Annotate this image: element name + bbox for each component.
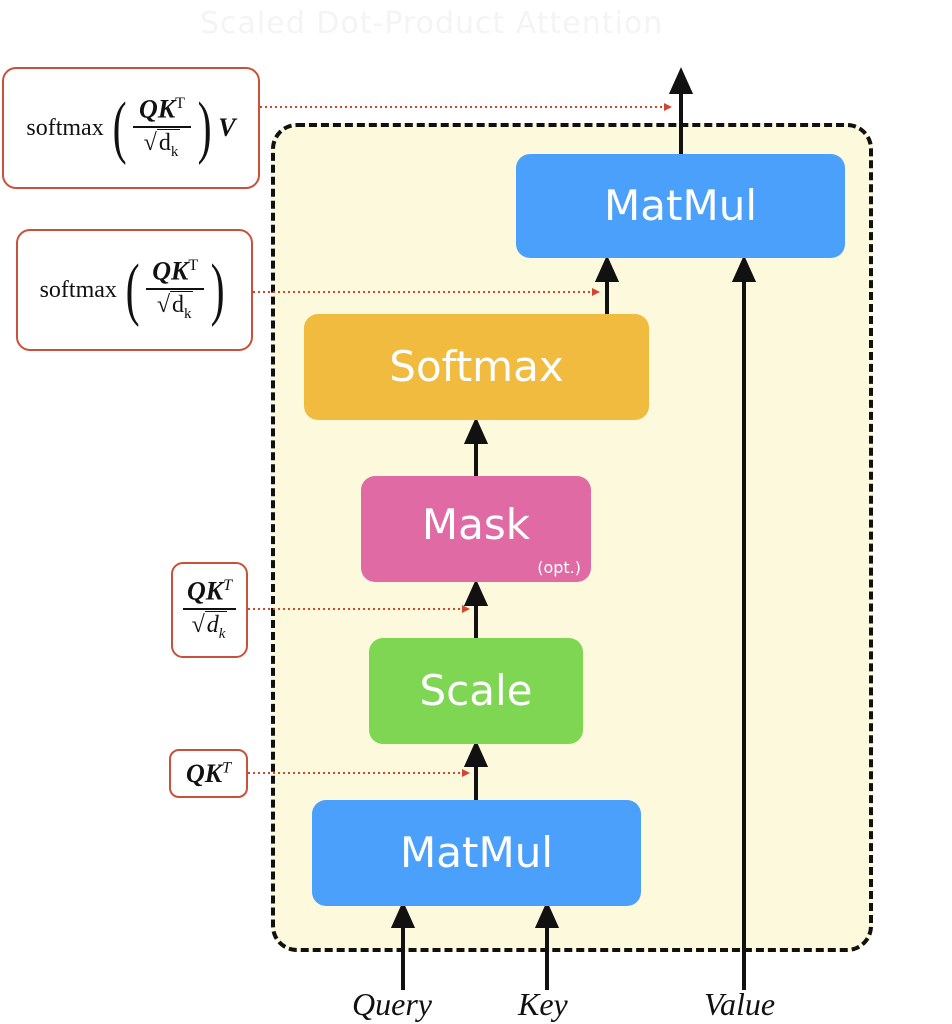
matmul-bottom-block: MatMul — [312, 800, 641, 906]
query-label: Query — [352, 986, 432, 1022]
key-label: Key — [518, 986, 568, 1022]
scale-block: Scale — [369, 638, 583, 744]
formula-scores: QKT — [169, 749, 248, 798]
softmax-fn-text: softmax — [26, 114, 104, 141]
matmul-top-label: MatMul — [604, 181, 757, 230]
formula-softmax: softmax ( QKT √dk ) — [16, 229, 253, 351]
value-label: Value — [704, 986, 776, 1022]
formula-scaled-scores: QKT √dk — [171, 562, 248, 658]
mask-block: Mask (opt.) — [361, 476, 591, 582]
softmax-block: Softmax — [304, 314, 649, 420]
softmax-fn-text: softmax — [39, 276, 117, 303]
formula-attention-output: softmax ( QKT √dk ) V — [2, 67, 260, 189]
matmul-bottom-label: MatMul — [400, 828, 553, 877]
fraction: QKT √dk — [133, 95, 191, 161]
fraction: QKT √dk — [182, 577, 237, 643]
scale-label: Scale — [419, 666, 533, 715]
mask-label: Mask — [421, 500, 531, 549]
v-variable: V — [218, 113, 236, 142]
fraction: QKT √dk — [146, 257, 205, 323]
matmul-top-block: MatMul — [516, 154, 845, 258]
diagram-title: Scaled Dot-Product Attention — [200, 6, 664, 41]
mask-optional-note: (opt.) — [537, 558, 581, 577]
softmax-label: Softmax — [389, 342, 564, 391]
